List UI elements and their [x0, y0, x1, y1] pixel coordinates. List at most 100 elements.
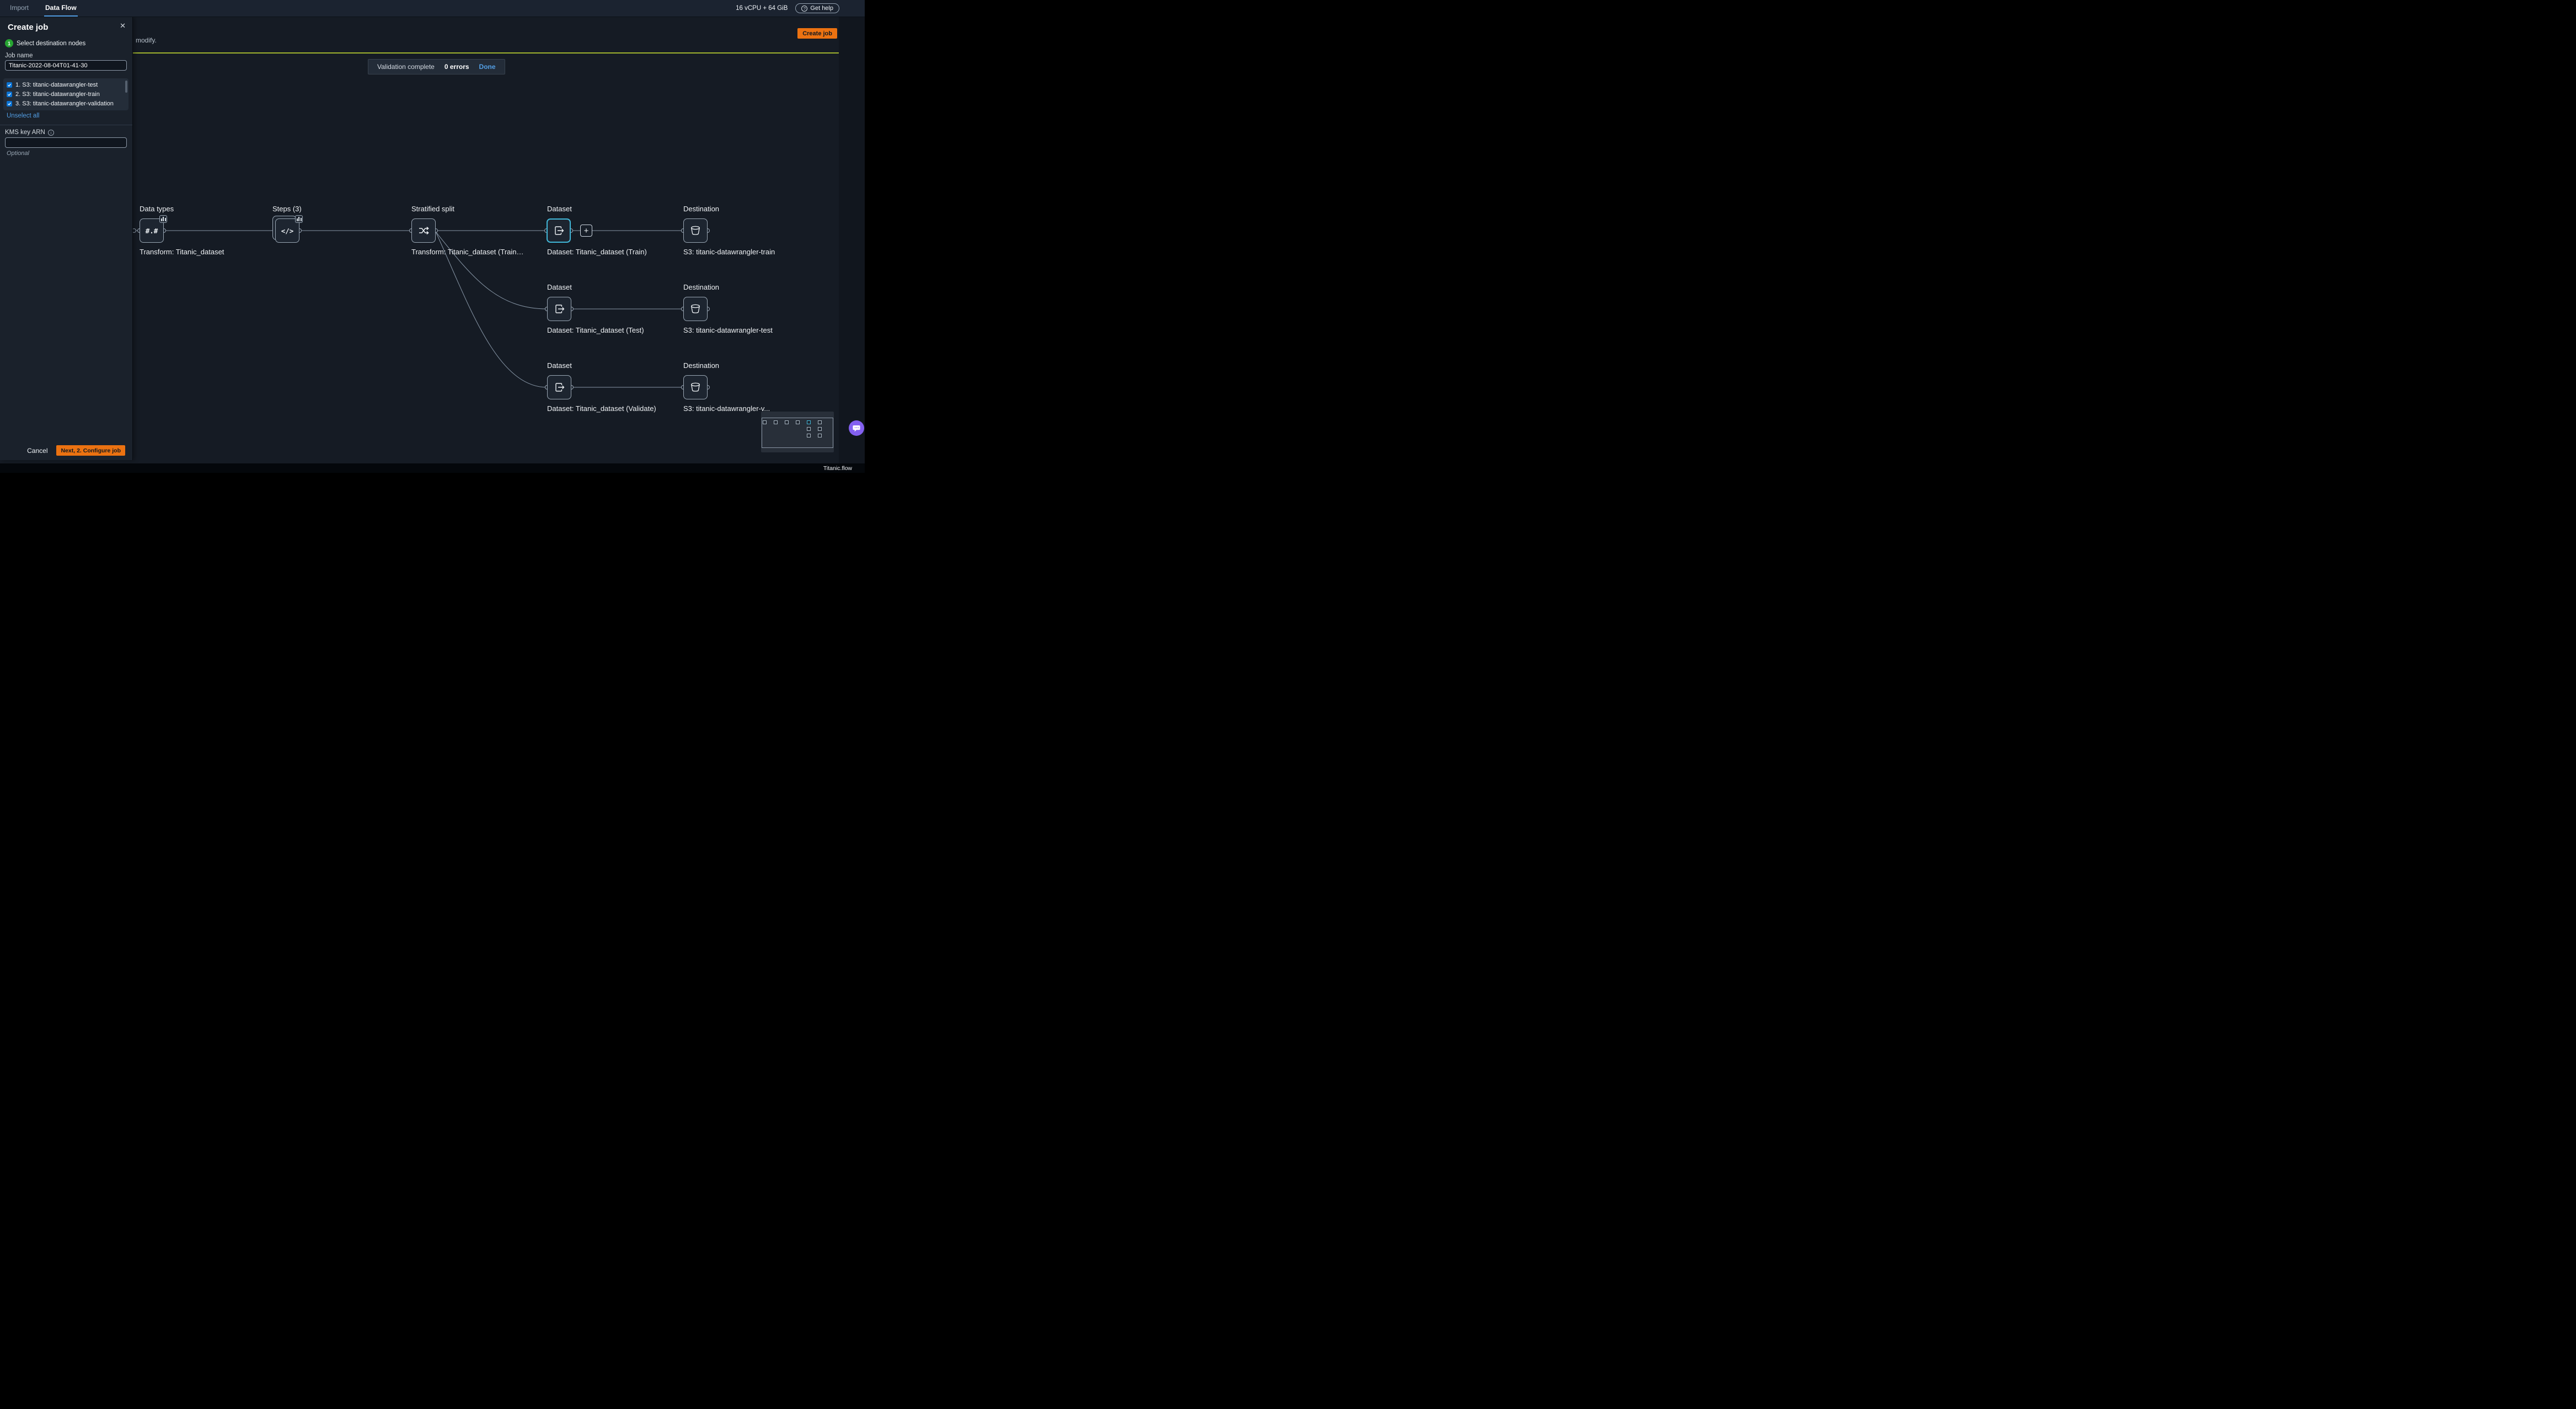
statusbar: Titanic.flow — [0, 463, 865, 473]
node-title-dataset-train: Dataset — [547, 205, 572, 213]
check-icon — [7, 83, 12, 87]
minimap-node-selected — [807, 420, 811, 424]
minimap-node — [807, 427, 811, 431]
add-step-button[interactable]: + — [580, 225, 592, 237]
node-sublabel-destination-test: S3: titanic-datawrangler-test — [683, 326, 773, 334]
list-scrollbar[interactable] — [125, 81, 127, 93]
node-data-types[interactable]: #.# — [140, 218, 164, 243]
unselect-all-link[interactable]: Unselect all — [7, 113, 39, 119]
s3-bucket-icon — [689, 381, 701, 393]
chart-badge-icon — [295, 215, 303, 223]
resources-label: 16 vCPU + 64 GiB — [736, 5, 788, 12]
next-configure-job-button[interactable]: Next, 2. Configure job — [56, 445, 125, 456]
node-sublabel-dataset-validate: Dataset: Titanic_dataset (Validate) — [547, 404, 656, 413]
node-sublabel-destination-validation: S3: titanic-datawrangler-v... — [683, 404, 770, 413]
close-icon[interactable]: ✕ — [120, 22, 126, 30]
node-dataset-validate[interactable] — [547, 375, 571, 399]
question-icon: ? — [801, 6, 807, 12]
destination-option[interactable]: 1. S3: titanic-datawrangler-test — [3, 80, 128, 89]
topbar-tabs: Import Data Flow — [0, 0, 78, 17]
job-name-label: Job name — [5, 52, 33, 59]
node-stratified-split[interactable] — [411, 218, 436, 243]
minimap[interactable] — [761, 412, 834, 452]
job-name-input[interactable] — [5, 60, 127, 71]
wizard-step: 1 Select destination nodes — [5, 39, 85, 47]
create-job-panel: Create job ✕ 1 Select destination nodes … — [0, 17, 133, 460]
node-sublabel-dataset-train: Dataset: Titanic_dataset (Train) — [547, 248, 647, 256]
check-icon — [7, 102, 12, 106]
cancel-button[interactable]: Cancel — [27, 447, 47, 455]
node-title-destination-train: Destination — [683, 205, 719, 213]
get-help-button[interactable]: ? Get help — [795, 3, 839, 13]
validation-toast: Validation complete 0 errors Done — [368, 59, 505, 74]
readonly-notice-fragment: modify. — [136, 36, 157, 44]
node-destination-train[interactable] — [683, 218, 708, 243]
node-sublabel-dataset-test: Dataset: Titanic_dataset (Test) — [547, 326, 644, 334]
s3-bucket-icon — [689, 225, 701, 237]
minimap-node — [774, 420, 778, 424]
info-icon[interactable]: i — [48, 130, 54, 136]
checkbox-checked[interactable] — [7, 101, 12, 106]
step-label: Select destination nodes — [17, 40, 85, 47]
dataset-export-icon — [553, 381, 565, 393]
minimap-node — [807, 434, 811, 437]
data-types-icon: #.# — [146, 227, 158, 235]
node-dataset-test[interactable] — [547, 297, 571, 321]
right-gutter — [839, 17, 865, 463]
node-sublabel-stratified-split: Transform: Titanic_dataset (Train… — [411, 248, 524, 256]
tab-import[interactable]: Import — [9, 0, 30, 17]
destination-option-label: 1. S3: titanic-datawrangler-test — [15, 82, 98, 88]
minimap-node — [763, 420, 767, 424]
create-job-button[interactable]: Create job — [797, 28, 837, 39]
destination-option-label: 2. S3: titanic-datawrangler-train — [15, 91, 100, 98]
node-sublabel-data-types: Transform: Titanic_dataset — [140, 248, 224, 256]
tab-data-flow[interactable]: Data Flow — [44, 0, 78, 17]
s3-bucket-icon — [689, 303, 701, 315]
node-sublabel-destination-train: S3: titanic-datawrangler-train — [683, 248, 775, 256]
node-steps[interactable]: </> — [275, 218, 299, 243]
node-destination-test[interactable] — [683, 297, 708, 321]
kms-optional-helper: Optional — [7, 150, 29, 157]
checkbox-checked[interactable] — [7, 82, 12, 88]
code-icon: </> — [281, 227, 294, 235]
node-title-data-types: Data types — [140, 205, 174, 213]
destination-list: 1. S3: titanic-datawrangler-test 2. S3: … — [3, 78, 128, 110]
minimap-node — [818, 420, 822, 424]
split-shuffle-icon — [417, 225, 430, 237]
feedback-chat-button[interactable] — [849, 420, 864, 436]
node-title-steps: Steps (3) — [272, 205, 302, 213]
topbar-right: 16 vCPU + 64 GiB ? Get help — [736, 0, 865, 17]
kms-key-row: KMS key ARN i — [5, 129, 54, 136]
validation-message: Validation complete — [377, 63, 435, 71]
node-title-destination-test: Destination — [683, 283, 719, 291]
destination-option-label: 3. S3: titanic-datawrangler-validation — [15, 100, 114, 107]
minimap-node — [785, 420, 789, 424]
minimap-node — [796, 420, 800, 424]
checkbox-checked[interactable] — [7, 92, 12, 97]
chat-bubble-icon — [851, 423, 861, 433]
chart-badge-icon — [159, 215, 167, 223]
validation-error-count: 0 errors — [444, 63, 469, 71]
node-title-dataset-test: Dataset — [547, 283, 572, 291]
kms-key-input[interactable] — [5, 137, 127, 148]
node-title-destination-validation: Destination — [683, 361, 719, 370]
panel-footer: Cancel Next, 2. Configure job — [27, 445, 125, 456]
panel-title: Create job — [8, 23, 48, 32]
node-title-stratified-split: Stratified split — [411, 205, 454, 213]
minimap-node — [818, 427, 822, 431]
get-help-label: Get help — [810, 5, 833, 12]
validation-done-button[interactable]: Done — [479, 63, 496, 71]
destination-option[interactable]: 3. S3: titanic-datawrangler-validation — [3, 99, 128, 108]
flow-filename: Titanic.flow — [823, 465, 852, 472]
minimap-node — [818, 434, 822, 437]
dataset-export-icon — [553, 225, 565, 237]
node-dataset-train[interactable] — [547, 218, 571, 243]
destination-option[interactable]: 2. S3: titanic-datawrangler-train — [3, 89, 128, 99]
node-destination-validation[interactable] — [683, 375, 708, 399]
kms-key-label: KMS key ARN — [5, 129, 45, 136]
dataset-export-icon — [553, 303, 565, 315]
node-title-dataset-validate: Dataset — [547, 361, 572, 370]
topbar: Import Data Flow 16 vCPU + 64 GiB ? Get … — [0, 0, 865, 17]
step-number-badge: 1 — [5, 39, 13, 47]
app-root: Import Data Flow 16 vCPU + 64 GiB ? Get … — [0, 0, 865, 473]
